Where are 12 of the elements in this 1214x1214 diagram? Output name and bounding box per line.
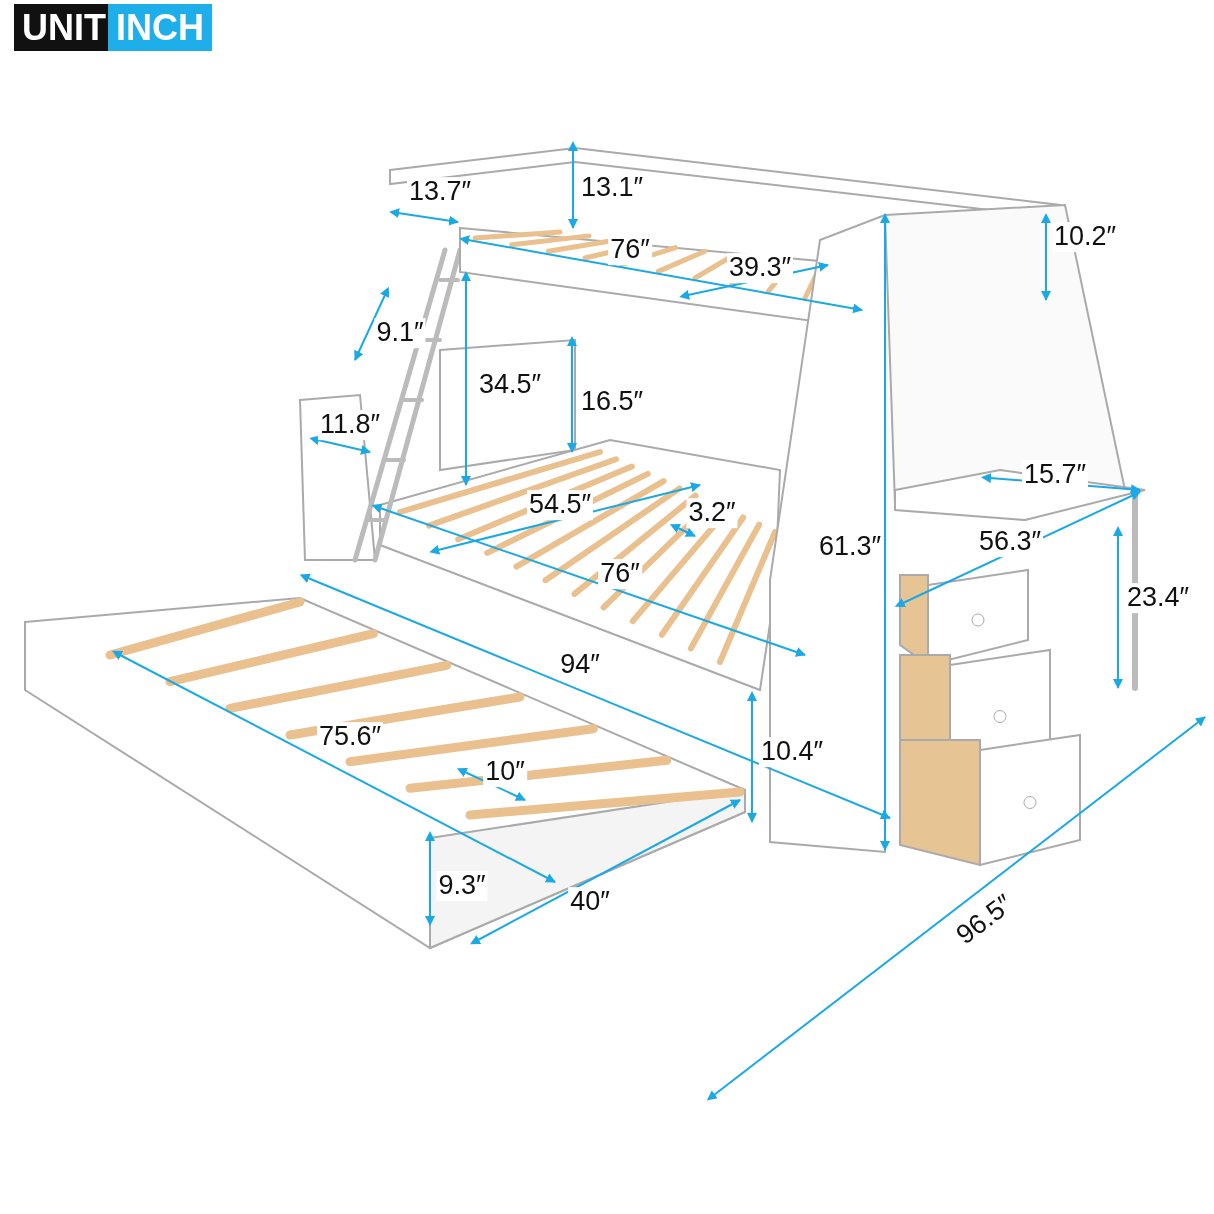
dimension-label: 76″ xyxy=(608,235,652,265)
dimension-label: 11.8″ xyxy=(317,410,383,440)
dimension-label: 9.3″ xyxy=(436,871,488,901)
dimension-label: 54.5″ xyxy=(526,490,594,520)
dimension-label: 10.4″ xyxy=(758,737,826,767)
dimension-label: 10.2″ xyxy=(1051,222,1119,252)
dimension-label: 15.7″ xyxy=(1021,460,1089,490)
unit-tag: INCH xyxy=(108,4,212,52)
dimension-label: 76″ xyxy=(598,559,642,589)
dimension-label: 3.2″ xyxy=(686,498,738,528)
dimension-label: 9.1″ xyxy=(374,318,426,348)
dimension-label: 39.3″ xyxy=(726,253,794,283)
